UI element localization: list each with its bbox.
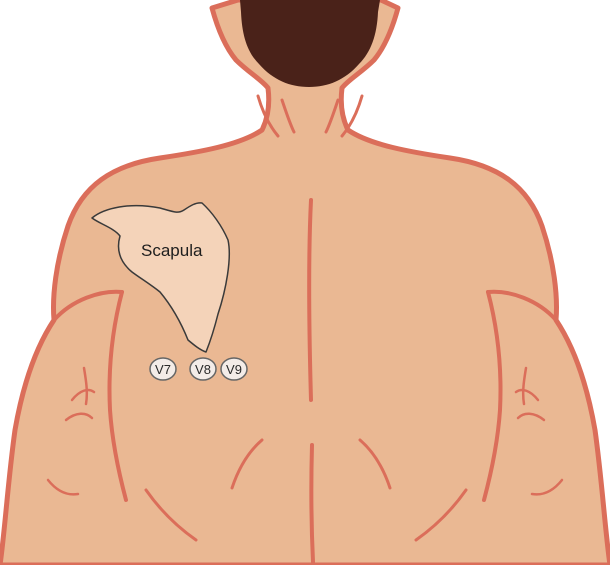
lower-spine-line [311, 445, 313, 562]
electrode-v7: V7 [150, 358, 176, 380]
scapula-label: Scapula [141, 241, 203, 260]
electrode-v8-label: V8 [195, 362, 211, 377]
electrode-v9: V9 [221, 358, 247, 380]
electrode-v7-label: V7 [155, 362, 171, 377]
electrode-v8: V8 [190, 358, 216, 380]
spine-line [309, 200, 311, 400]
electrode-v9-label: V9 [226, 362, 242, 377]
